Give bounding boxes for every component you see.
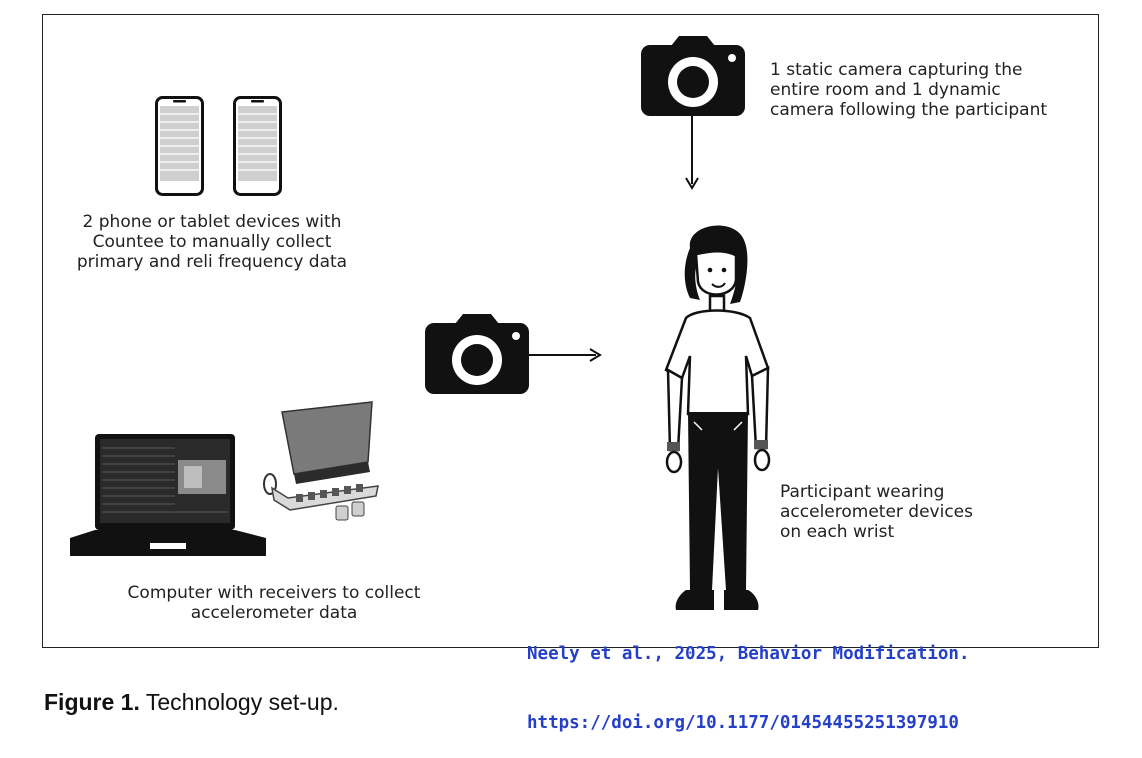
phones-label: 2 phone or tablet devices with Countee t… — [76, 212, 348, 272]
camera-icon — [425, 314, 529, 394]
computer-label: Computer with receivers to collect accel… — [127, 583, 421, 623]
citation-watermark: Neely et al., 2025, Behavior Modificatio… — [527, 644, 970, 733]
receiver-icon — [263, 401, 379, 521]
arrow-down — [685, 116, 699, 190]
figure-caption: Figure 1. Technology set-up. — [44, 689, 339, 716]
phone-icon — [233, 96, 282, 196]
camera-label: 1 static camera capturing the entire roo… — [770, 60, 1048, 120]
participant-label: Participant wearing accelerometer device… — [780, 482, 974, 542]
figure-caption-label: Figure 1. — [44, 689, 140, 715]
arrow-right — [528, 348, 602, 362]
laptop-icon — [70, 434, 266, 556]
participant-figure — [664, 225, 771, 610]
phone-icon — [155, 96, 204, 196]
figure-caption-text: Technology set-up. — [145, 689, 339, 715]
camera-icon — [641, 36, 745, 116]
